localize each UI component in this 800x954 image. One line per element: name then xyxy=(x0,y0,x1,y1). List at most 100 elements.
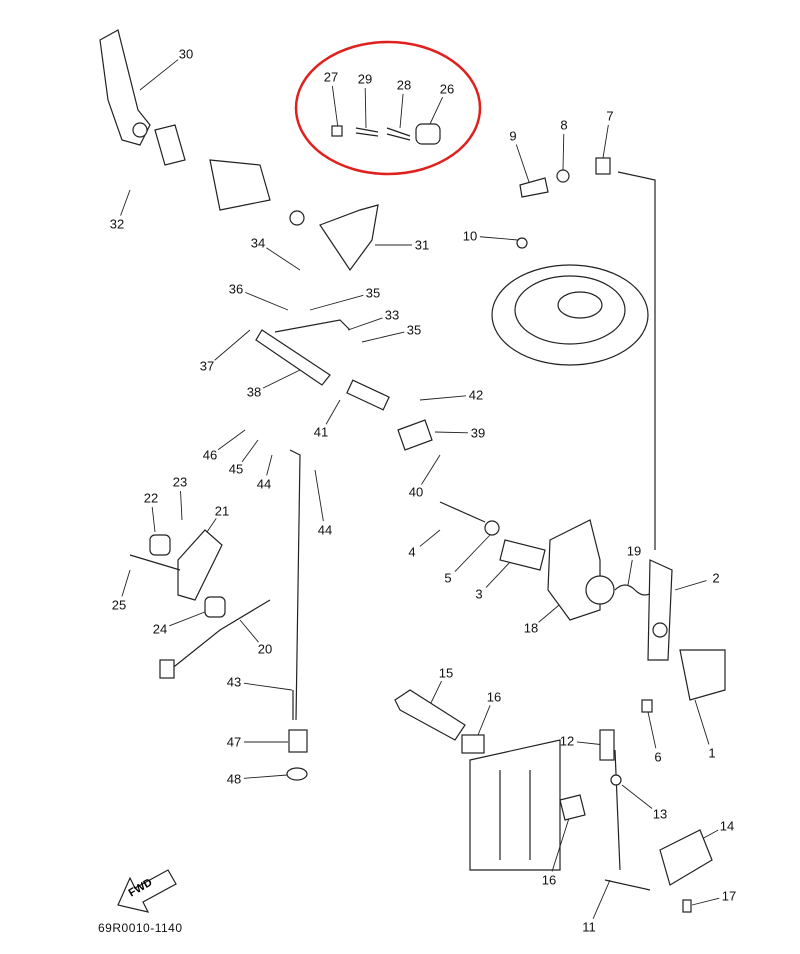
leader-line xyxy=(241,439,259,463)
callout-3: 3 xyxy=(475,586,483,602)
leader-line xyxy=(347,317,383,331)
leader-line xyxy=(551,814,571,872)
leader-line xyxy=(364,87,367,129)
leader-line xyxy=(139,59,179,91)
leader-line xyxy=(602,124,609,159)
callout-48: 48 xyxy=(226,771,242,787)
callout-16: 16 xyxy=(541,872,557,888)
drawing-code: 69R0010-1140 xyxy=(98,921,183,935)
leader-line xyxy=(419,529,441,547)
callout-12: 12 xyxy=(559,733,575,749)
leader-line xyxy=(485,559,513,588)
callout-30: 30 xyxy=(178,46,194,62)
callout-8: 8 xyxy=(560,117,568,133)
leader-line xyxy=(314,469,324,522)
callout-44: 44 xyxy=(317,522,333,538)
callout-39: 39 xyxy=(470,425,486,441)
callout-21: 21 xyxy=(214,503,230,519)
leader-line xyxy=(243,774,288,779)
callout-41: 41 xyxy=(313,424,329,440)
callout-25: 25 xyxy=(111,597,127,613)
leader-line xyxy=(361,331,405,343)
leader-line xyxy=(266,247,301,271)
leader-line xyxy=(592,879,611,919)
leader-line xyxy=(562,133,565,171)
callout-46: 46 xyxy=(202,447,218,463)
callout-16: 16 xyxy=(486,689,502,705)
callout-32: 32 xyxy=(109,216,125,232)
callout-11: 11 xyxy=(582,919,596,935)
leader-line xyxy=(331,85,339,129)
callout-40: 40 xyxy=(408,484,424,500)
callout-45: 45 xyxy=(228,461,244,477)
callout-22: 22 xyxy=(143,490,159,506)
callout-24: 24 xyxy=(152,621,168,637)
callout-17: 17 xyxy=(721,888,737,904)
callout-38: 38 xyxy=(246,384,262,400)
part-cam-18 xyxy=(547,519,601,621)
leader-line xyxy=(621,784,653,809)
leader-line xyxy=(243,682,293,691)
callout-19: 19 xyxy=(626,543,642,559)
callout-27: 27 xyxy=(323,69,339,85)
leader-line xyxy=(245,291,289,311)
leader-line xyxy=(434,431,469,434)
callout-33: 33 xyxy=(384,307,400,323)
callout-42: 42 xyxy=(468,387,484,403)
callout-10: 10 xyxy=(462,228,478,244)
callout-13: 13 xyxy=(652,806,668,822)
leader-line xyxy=(121,569,131,597)
callout-37: 37 xyxy=(199,358,215,374)
callout-14: 14 xyxy=(719,818,735,834)
leader-line xyxy=(399,93,404,129)
callout-9: 9 xyxy=(509,128,517,144)
part-rod-43 xyxy=(289,449,301,721)
leader-line xyxy=(429,680,442,706)
leader-line xyxy=(169,609,211,627)
callout-4: 4 xyxy=(408,544,416,560)
leader-line xyxy=(647,711,657,749)
leader-line xyxy=(429,96,444,125)
leader-line xyxy=(694,699,710,745)
leader-line xyxy=(479,236,519,241)
leader-line xyxy=(419,395,467,401)
part-plate xyxy=(491,264,649,366)
callout-34: 34 xyxy=(250,235,266,251)
callout-1: 1 xyxy=(708,745,716,761)
leader-line xyxy=(214,329,251,361)
leader-line xyxy=(239,619,259,643)
leader-line xyxy=(421,454,441,485)
fwd-arrow-icon xyxy=(117,869,177,913)
callout-26: 26 xyxy=(439,81,455,97)
callout-35: 35 xyxy=(406,322,422,338)
callout-36: 36 xyxy=(228,281,244,297)
leader-line xyxy=(266,454,273,476)
callout-31: 31 xyxy=(414,237,430,253)
leader-line xyxy=(454,534,491,572)
leader-line xyxy=(309,294,364,311)
callout-29: 29 xyxy=(357,71,373,87)
callout-2: 2 xyxy=(712,570,720,586)
leader-line xyxy=(691,897,720,906)
leader-line xyxy=(325,399,341,425)
callout-6: 6 xyxy=(654,749,662,765)
callout-35: 35 xyxy=(365,285,381,301)
leader-line xyxy=(120,189,131,216)
leader-line xyxy=(674,580,707,591)
callout-15: 15 xyxy=(438,665,454,681)
callout-44: 44 xyxy=(256,476,272,492)
leader-line xyxy=(515,144,531,186)
highlight-circle xyxy=(294,40,482,176)
leader-line xyxy=(477,705,491,736)
leader-line xyxy=(151,506,156,533)
leader-line xyxy=(217,429,246,451)
leader-line xyxy=(627,559,633,586)
callout-20: 20 xyxy=(257,641,273,657)
callout-28: 28 xyxy=(396,77,412,93)
leader-line xyxy=(262,369,301,389)
callout-47: 47 xyxy=(226,734,242,750)
leader-line xyxy=(180,490,183,521)
callout-18: 18 xyxy=(523,620,539,636)
callout-7: 7 xyxy=(606,108,614,124)
